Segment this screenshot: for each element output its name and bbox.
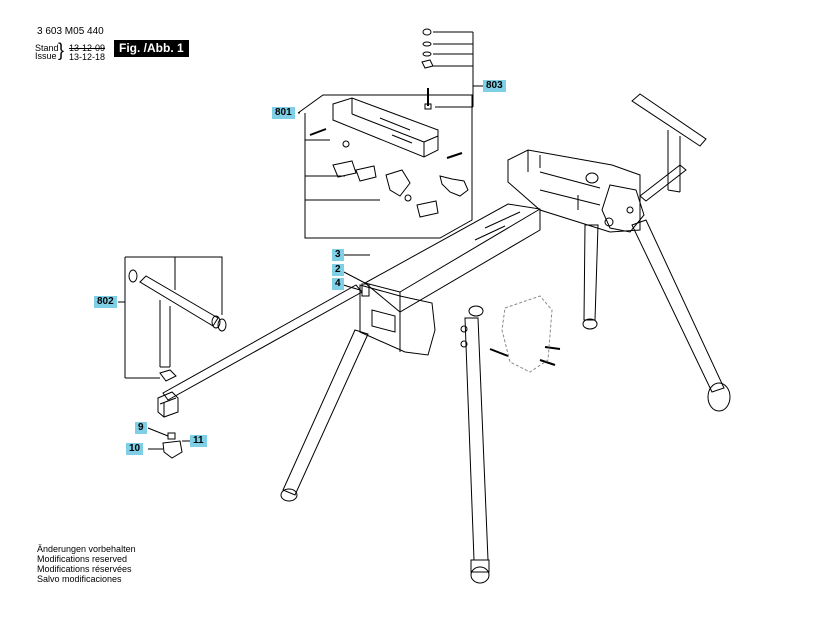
- right-end-assembly: [507, 149, 645, 233]
- knob-assembly: [162, 432, 183, 459]
- stand-date: 13-12-09: [69, 43, 106, 53]
- callout-801: 801: [272, 107, 295, 119]
- modification-notes: Änderungen vorbehalten Modifications res…: [37, 544, 136, 584]
- callout-9: 9: [135, 422, 147, 434]
- figure-title: Fig. /Abb. 1: [114, 40, 189, 57]
- group-802-frame: [118, 256, 223, 379]
- callout-3: 3: [332, 249, 344, 261]
- main-beam: [364, 203, 541, 313]
- right-t-handle: [631, 93, 707, 202]
- callout-4: 4: [332, 278, 344, 290]
- stand-label: Stand: [35, 43, 59, 53]
- callout-10: 10: [126, 443, 144, 455]
- callout-2: 2: [332, 264, 344, 276]
- brace-icon: }: [58, 40, 65, 60]
- callout-11: 11: [190, 435, 207, 447]
- callout-802: 802: [94, 296, 117, 308]
- note-english: Modifications reserved: [37, 554, 128, 564]
- note-spanish: Salvo modificaciones: [37, 574, 122, 584]
- ghost-bracket: [501, 295, 553, 373]
- callout-803: 803: [483, 80, 506, 92]
- issue-date: 13-12-18: [69, 52, 106, 62]
- legs: [280, 219, 731, 584]
- document-number: 3 603 M05 440: [37, 26, 104, 37]
- note-german: Änderungen vorbehalten: [37, 544, 136, 554]
- group-801-frame: [297, 94, 473, 239]
- clamp-parts: [332, 160, 469, 218]
- callout-leaders: [147, 254, 370, 450]
- t-handle: [128, 269, 227, 382]
- pins: [309, 128, 463, 159]
- leg-hardware: [460, 305, 561, 366]
- note-french: Modifications réservées: [37, 564, 132, 574]
- left-end-cap: [359, 283, 436, 356]
- extension-bar-left: [157, 284, 363, 418]
- group-803-parts: [421, 28, 483, 110]
- issue-label: Issue: [35, 51, 57, 61]
- bracket-rail: [332, 97, 439, 158]
